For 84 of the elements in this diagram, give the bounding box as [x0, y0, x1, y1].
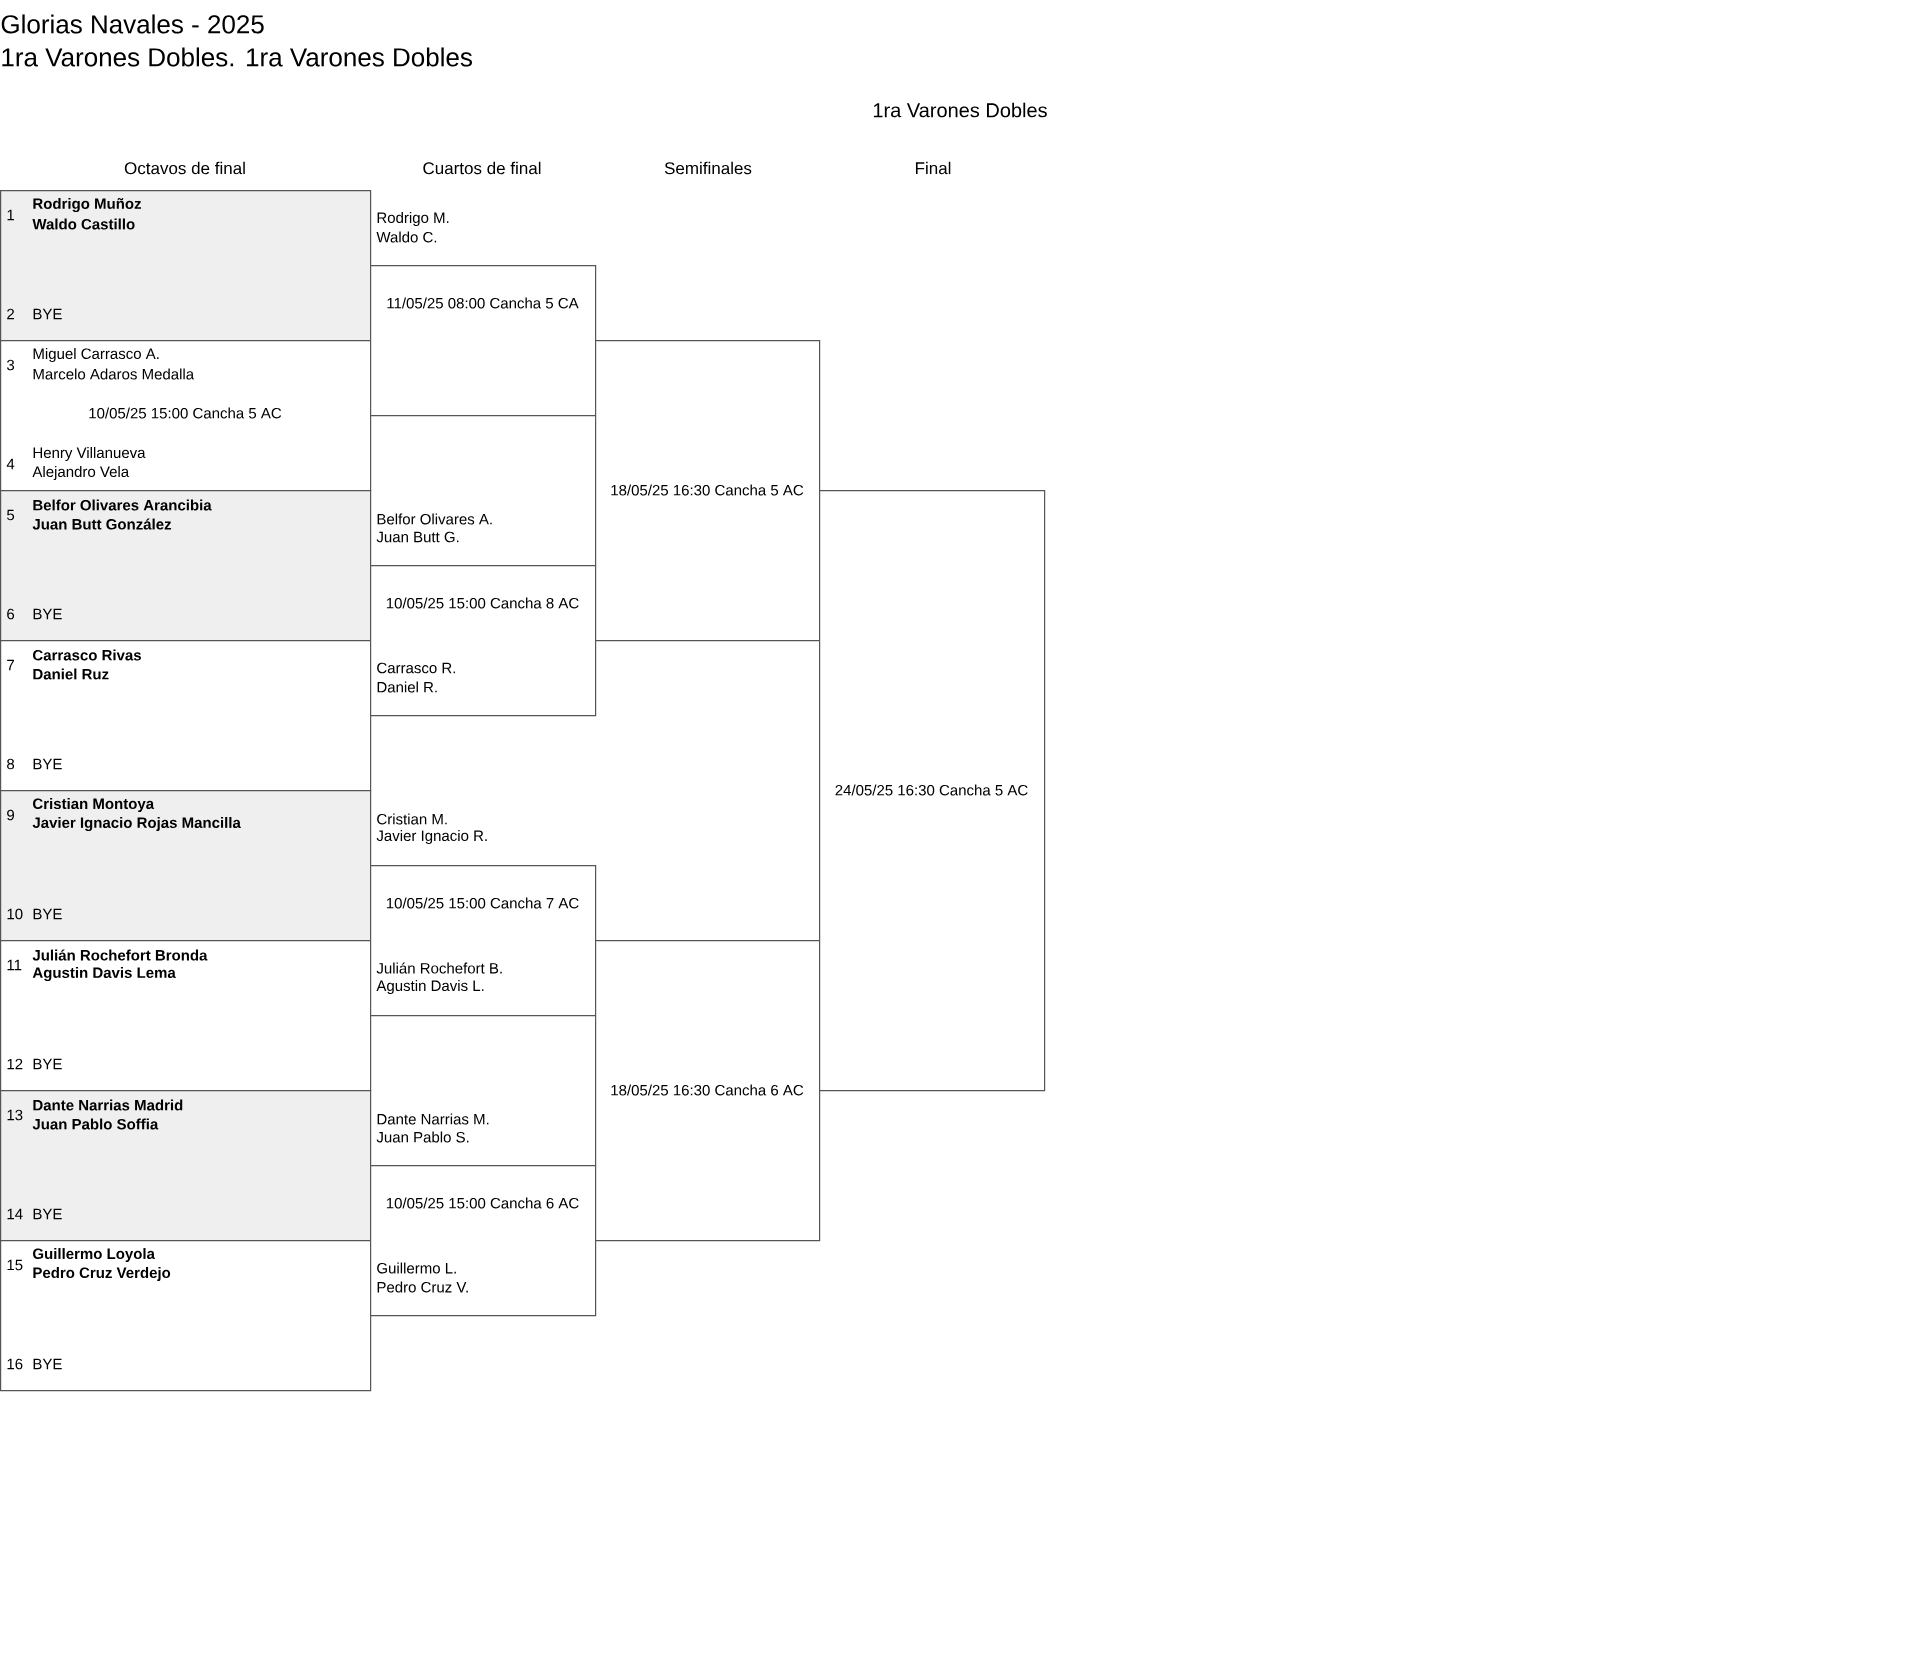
bye-label: BYE [33, 608, 62, 620]
bye-label: BYE [33, 758, 62, 770]
match-box [0, 940, 372, 1092]
seed-number: 10 [7, 908, 23, 920]
player-name: Carrasco Rivas [33, 649, 141, 661]
player-name: Javier Ignacio R. [376, 830, 487, 844]
player-name: Juan Butt G. [376, 531, 459, 543]
match-schedule: 11/05/25 08:00 Cancha 5 CA [387, 297, 579, 309]
player-name: Miguel Carrasco A. [33, 348, 159, 362]
bye-label: BYE [33, 1058, 62, 1070]
player-name: Juan Butt González [32, 518, 172, 530]
seed-number: 13 [7, 1109, 23, 1121]
match-box [0, 190, 372, 342]
round-header: Final [915, 161, 951, 175]
player-name: Guillermo L. [377, 1262, 456, 1274]
seed-number: 9 [7, 809, 14, 821]
player-name: Rodrigo Muñoz [33, 198, 141, 212]
bye-label: BYE [33, 1208, 62, 1220]
player-name: Javier Ignacio Rojas Mancilla [32, 817, 241, 831]
seed-number: 15 [7, 1259, 23, 1271]
seed-number: 12 [7, 1058, 23, 1070]
match-schedule: 10/05/25 15:00 Cancha 8 AC [386, 597, 579, 609]
round-header: Octavos de final [124, 161, 245, 175]
bracket-title: 1ra Varones Dobles [873, 102, 1047, 118]
player-name: Belfor Olivares Arancibia [33, 499, 212, 511]
player-name: Henry Villanueva [33, 447, 146, 461]
seed-number: 16 [7, 1358, 23, 1370]
match-box [370, 212, 597, 417]
player-name: Agustin Davis L. [376, 980, 484, 994]
seed-number: 14 [7, 1208, 23, 1220]
player-name: Julián Rochefort Bronda [32, 949, 208, 961]
match-schedule: 18/05/25 16:30 Cancha 6 AC [611, 1084, 804, 1096]
match-schedule: 10/05/25 15:00 Cancha 7 AC [386, 897, 579, 909]
match-box [0, 340, 372, 492]
match-schedule: 10/05/25 15:00 Cancha 5 AC [89, 407, 282, 419]
match-box [0, 790, 372, 942]
seed-number: 1 [7, 209, 14, 221]
match-box [0, 1090, 372, 1242]
match-box [595, 340, 821, 642]
player-name: Carrasco R. [377, 662, 455, 674]
player-name: Agustin Davis Lema [32, 967, 176, 981]
match-box [370, 513, 597, 717]
round-header: Cuartos de final [423, 161, 541, 175]
player-name: Cristian Montoya [33, 798, 155, 812]
player-name: Guillermo Loyola [33, 1248, 155, 1262]
player-name: Marcelo Adaros Medalla [33, 368, 195, 380]
bye-label: BYE [33, 908, 62, 920]
match-box [0, 1240, 372, 1392]
player-name: Dante Narrias Madrid [33, 1099, 183, 1111]
player-name: Waldo Castillo [32, 218, 135, 230]
player-name: Juan Pablo S. [376, 1131, 469, 1143]
player-name: Dante Narrias M. [377, 1113, 489, 1125]
subtitle: 1ra Varones Dobles. 1ra Varones Dobles [2, 47, 472, 67]
seed-number: 4 [6, 458, 15, 470]
player-name: Alejandro Vela [32, 466, 130, 480]
bye-label: BYE [33, 1358, 62, 1370]
seed-number: 3 [6, 359, 15, 371]
title: Glorias Navales - 2025 [1, 14, 264, 34]
match-box [370, 1113, 597, 1317]
seed-number: 2 [7, 308, 14, 320]
round-header: Semifinales [664, 161, 752, 175]
match-schedule: 24/05/25 16:30 Cancha 5 AC [835, 784, 1028, 796]
match-box [0, 640, 372, 792]
match-box [595, 940, 821, 1242]
player-name: Rodrigo M. [377, 212, 449, 226]
match-schedule: 18/05/25 16:30 Cancha 5 AC [611, 484, 804, 496]
player-name: Pedro Cruz V. [377, 1281, 468, 1293]
player-name: Daniel Ruz [33, 668, 109, 680]
player-name: Waldo C. [376, 231, 437, 243]
seed-number: 8 [7, 758, 15, 770]
player-name: Cristian M. [377, 813, 447, 825]
seed-number: 7 [7, 659, 14, 671]
player-name: Julián Rochefort B. [376, 962, 502, 974]
seed-number: 5 [7, 509, 15, 521]
match-schedule: 10/05/25 15:00 Cancha 6 AC [386, 1197, 579, 1209]
match-box [0, 490, 372, 642]
player-name: Belfor Olivares A. [377, 513, 492, 525]
player-name: Juan Pablo Soffia [32, 1118, 159, 1130]
seed-number: 11 [7, 959, 22, 971]
player-name: Daniel R. [377, 681, 437, 693]
player-name: Pedro Cruz Verdejo [33, 1267, 171, 1281]
seed-number: 6 [7, 608, 15, 620]
bye-label: BYE [33, 308, 62, 320]
match-box [370, 813, 597, 1017]
